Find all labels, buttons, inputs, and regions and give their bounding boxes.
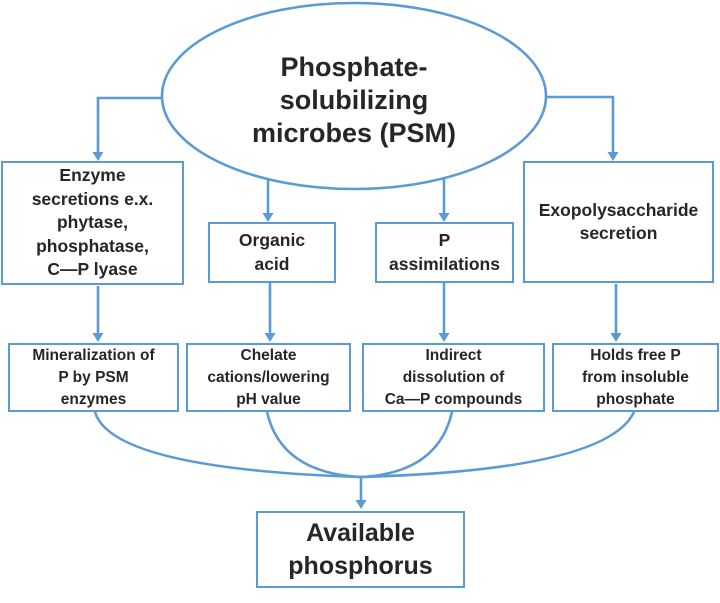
node-holds-free-p: Holds free P from insoluble phosphate bbox=[552, 343, 719, 412]
node-organic-acid-label: Organic acid bbox=[238, 230, 306, 274]
arrowhead-holds bbox=[610, 333, 622, 342]
node-mineralization-label: Mineralization of P by PSM enzymes bbox=[32, 346, 155, 408]
node-psm-root-label: Phosphate- solubilizing microbes (PSM) bbox=[251, 51, 457, 148]
node-chelate: Chelate cations/lowering pH value bbox=[186, 343, 351, 412]
curve-mineralization-available bbox=[93, 411, 362, 479]
node-p-assimilations-label: P assimilations bbox=[389, 230, 500, 274]
node-chelate-label: Chelate cations/lowering pH value bbox=[207, 346, 330, 408]
edge-root-enzyme bbox=[96, 96, 170, 153]
node-available-phosphorus: Available phosphorus bbox=[256, 511, 465, 588]
node-exopolysaccharide-secretion: Exopolysaccharide secretion bbox=[523, 161, 714, 283]
arrowhead-organic-acid bbox=[262, 213, 274, 222]
arrowhead-available bbox=[355, 500, 367, 509]
edge-root-exopolysaccharide bbox=[538, 95, 615, 153]
node-indirect-dissolution-label: Indirect dissolution of Ca—P compounds bbox=[384, 346, 523, 408]
curve-holds-available bbox=[360, 411, 636, 479]
node-indirect-dissolution: Indirect dissolution of Ca—P compounds bbox=[362, 343, 545, 412]
node-exopolysaccharide-secretion-label: Exopolysaccharide secretion bbox=[538, 199, 699, 244]
curve-indirect-available bbox=[360, 411, 454, 479]
arrowhead-chelate bbox=[264, 333, 276, 342]
node-mineralization: Mineralization of P by PSM enzymes bbox=[8, 343, 179, 412]
arrowhead-indirect bbox=[438, 333, 450, 342]
node-p-assimilations: P assimilations bbox=[375, 222, 514, 283]
psm-root-ellipse bbox=[160, 1, 548, 191]
arrowhead-exopolysaccharide bbox=[607, 152, 619, 161]
arrowhead-enzyme bbox=[92, 152, 104, 161]
arrowhead-mineralization bbox=[92, 333, 104, 342]
node-enzyme-secretions-label: Enzyme secretions e.x. phytase, phosphat… bbox=[31, 165, 154, 280]
node-available-phosphorus-label: Available phosphorus bbox=[288, 518, 433, 580]
node-enzyme-secretions: Enzyme secretions e.x. phytase, phosphat… bbox=[1, 161, 184, 285]
arrowhead-p-assimilations bbox=[438, 213, 450, 222]
curve-chelate-available bbox=[265, 411, 362, 479]
node-holds-free-p-label: Holds free P from insoluble phosphate bbox=[582, 346, 689, 408]
node-organic-acid: Organic acid bbox=[208, 222, 336, 283]
